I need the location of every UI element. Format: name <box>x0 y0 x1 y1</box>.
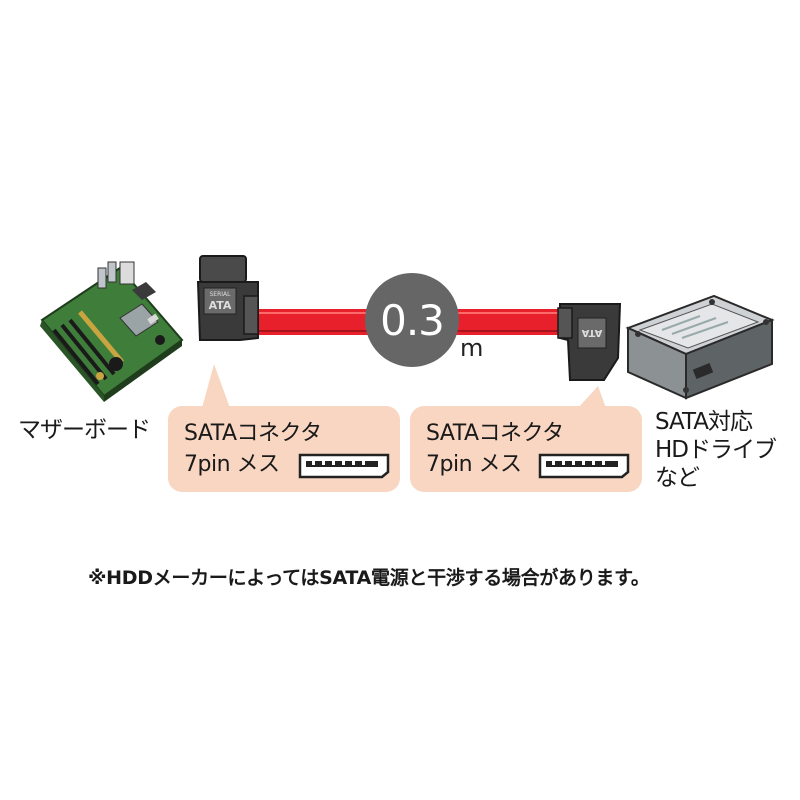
sata-connector-right: ATA <box>557 303 622 381</box>
hdd-label-line1: SATA対応 <box>655 409 753 435</box>
sata-connector-left: SERIAL ATA <box>196 255 259 341</box>
sata-7pin-female-icon <box>538 453 630 479</box>
motherboard-illustration <box>40 261 184 402</box>
callout-pointer-right <box>578 386 606 408</box>
hdd-label: SATA対応 HDドライブ など <box>655 408 777 492</box>
hdd-label-line3: など <box>655 465 700 491</box>
motherboard-label: マザーボード <box>18 417 151 443</box>
sata-logo-top: SERIAL <box>210 291 232 298</box>
cable-length-badge: 0.3 <box>365 273 459 367</box>
sata-logo-bottom: ATA <box>209 299 232 312</box>
connector-right-spec: 7pin メス <box>426 452 522 477</box>
hdd-label-line2: HDドライブ <box>655 437 777 463</box>
sata-logo-right: ATA <box>581 327 602 338</box>
connector-callout-right: SATAコネクタ 7pin メス <box>410 406 642 492</box>
connector-right-type: SATAコネクタ <box>426 421 564 446</box>
cable-length-value: 0.3 <box>380 295 445 345</box>
cable-length-unit: m <box>460 334 484 362</box>
callout-pointer-left <box>202 364 230 408</box>
hdd-illustration <box>625 294 775 400</box>
compatibility-note: ※HDDメーカーによってはSATA電源と干渉する場合があります。 <box>88 567 650 589</box>
connector-left-spec: 7pin メス <box>184 452 280 477</box>
connector-callout-left: SATAコネクタ 7pin メス <box>168 406 400 492</box>
sata-7pin-female-icon <box>298 453 390 479</box>
connector-left-type: SATAコネクタ <box>184 421 322 446</box>
